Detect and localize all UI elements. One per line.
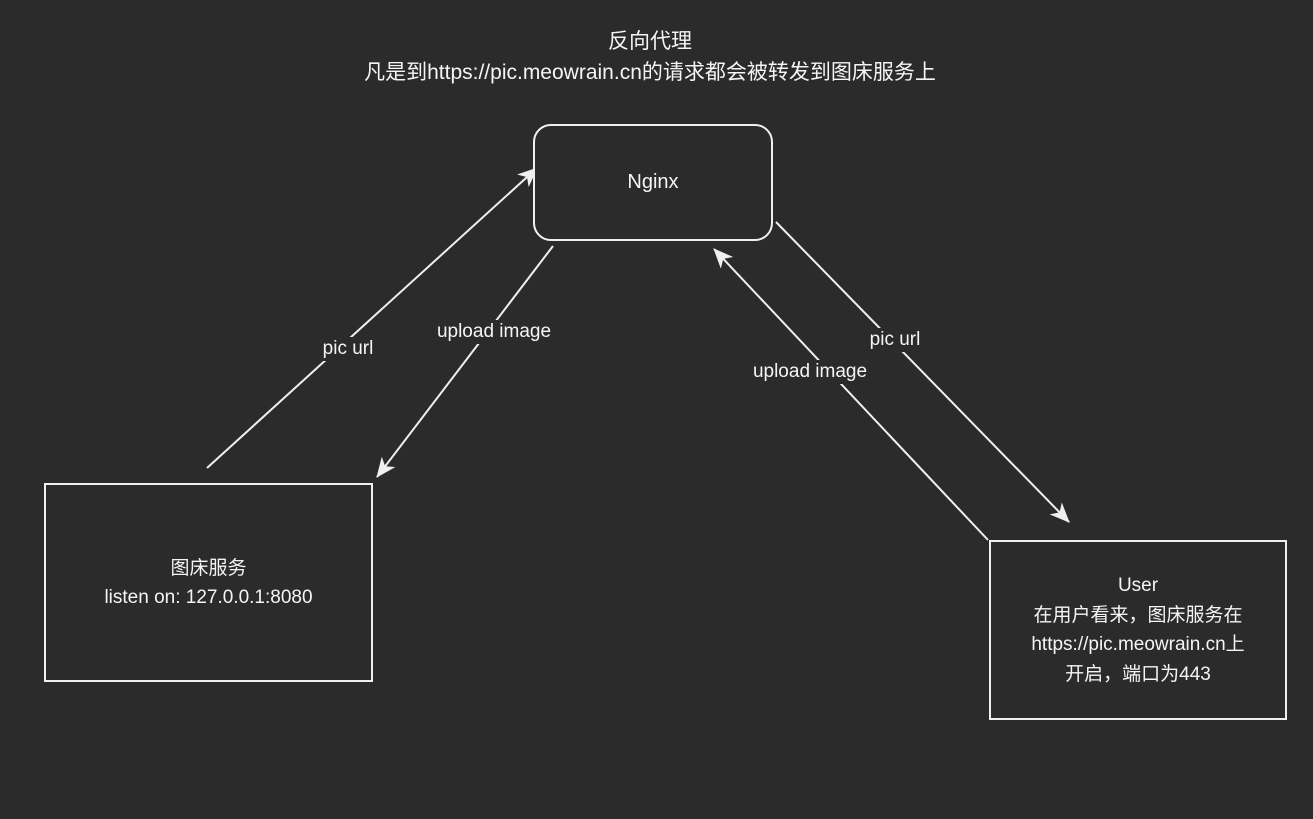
edge-label-pic-url-right: pic url [865,328,925,352]
edge-image-host-to-nginx [206,167,538,469]
edge-user-to-nginx [713,248,989,541]
node-nginx: Nginx [533,124,773,241]
nginx-label: Nginx [627,171,679,193]
image-host-listen-address: listen on: 127.0.0.1:8080 [104,586,313,608]
edge-label-pic-url-left: pic url [318,337,378,361]
edge-nginx-to-image-host [376,245,554,478]
title-line2: 凡是到https://pic.meowrain.cn的请求都会被转发到图床服务上 [364,61,936,84]
image-host-name: 图床服务 [170,557,247,579]
diagram-title: 反向代理 凡是到https://pic.meowrain.cn的请求都会被转发到… [0,26,1300,88]
title-line1: 反向代理 [608,30,692,53]
user-name: User [1117,575,1159,596]
user-detail-line3: 开启，端口为443 [1065,663,1211,685]
node-image-host-service: 图床服务 listen on: 127.0.0.1:8080 [44,483,373,682]
node-user: User 在用户看来，图床服务在 https://pic.meowrain.cn… [989,540,1287,720]
edge-label-upload-image-left: upload image [432,320,556,344]
user-detail-line1: 在用户看来，图床服务在 [1033,604,1243,626]
edge-label-upload-image-right: upload image [748,360,872,384]
edge-nginx-to-user [775,221,1070,523]
user-detail-line2: https://pic.meowrain.cn上 [1031,634,1245,655]
